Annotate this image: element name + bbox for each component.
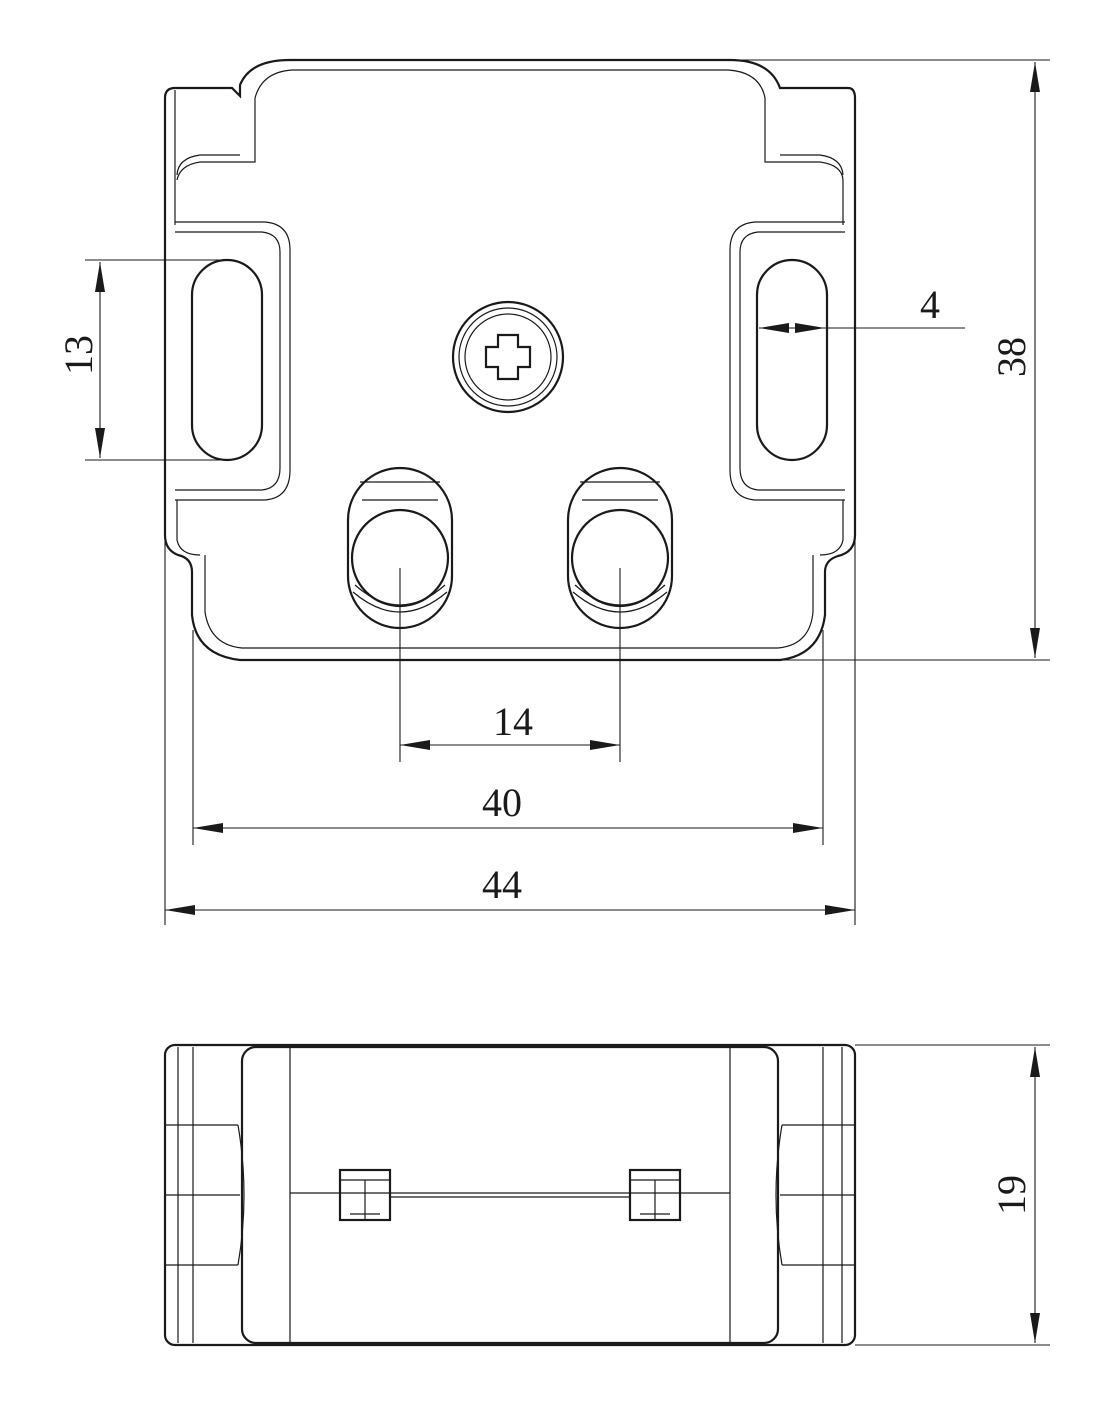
housing-outline: [163, 58, 857, 662]
top-view: 13 4 38 14 40 44: [56, 58, 1050, 925]
dim-height: 38: [989, 337, 1034, 377]
dim-slot-width: 4: [920, 282, 940, 327]
side-view: 19: [163, 1043, 1050, 1347]
left-slot: [190, 258, 264, 462]
dim-knob-spacing: 14: [493, 699, 533, 744]
clip-left: [338, 1168, 392, 1222]
right-slot: [755, 258, 829, 462]
phillips-cross-icon: [484, 333, 532, 381]
screw: [451, 300, 565, 414]
dim-depth: 19: [989, 1175, 1034, 1215]
dim-mounting-width: 40: [482, 780, 522, 825]
dim-slot-length: 13: [56, 335, 101, 375]
clip-right: [628, 1168, 682, 1222]
side-outline: [163, 1043, 857, 1347]
dim-overall-width: 44: [482, 862, 522, 907]
